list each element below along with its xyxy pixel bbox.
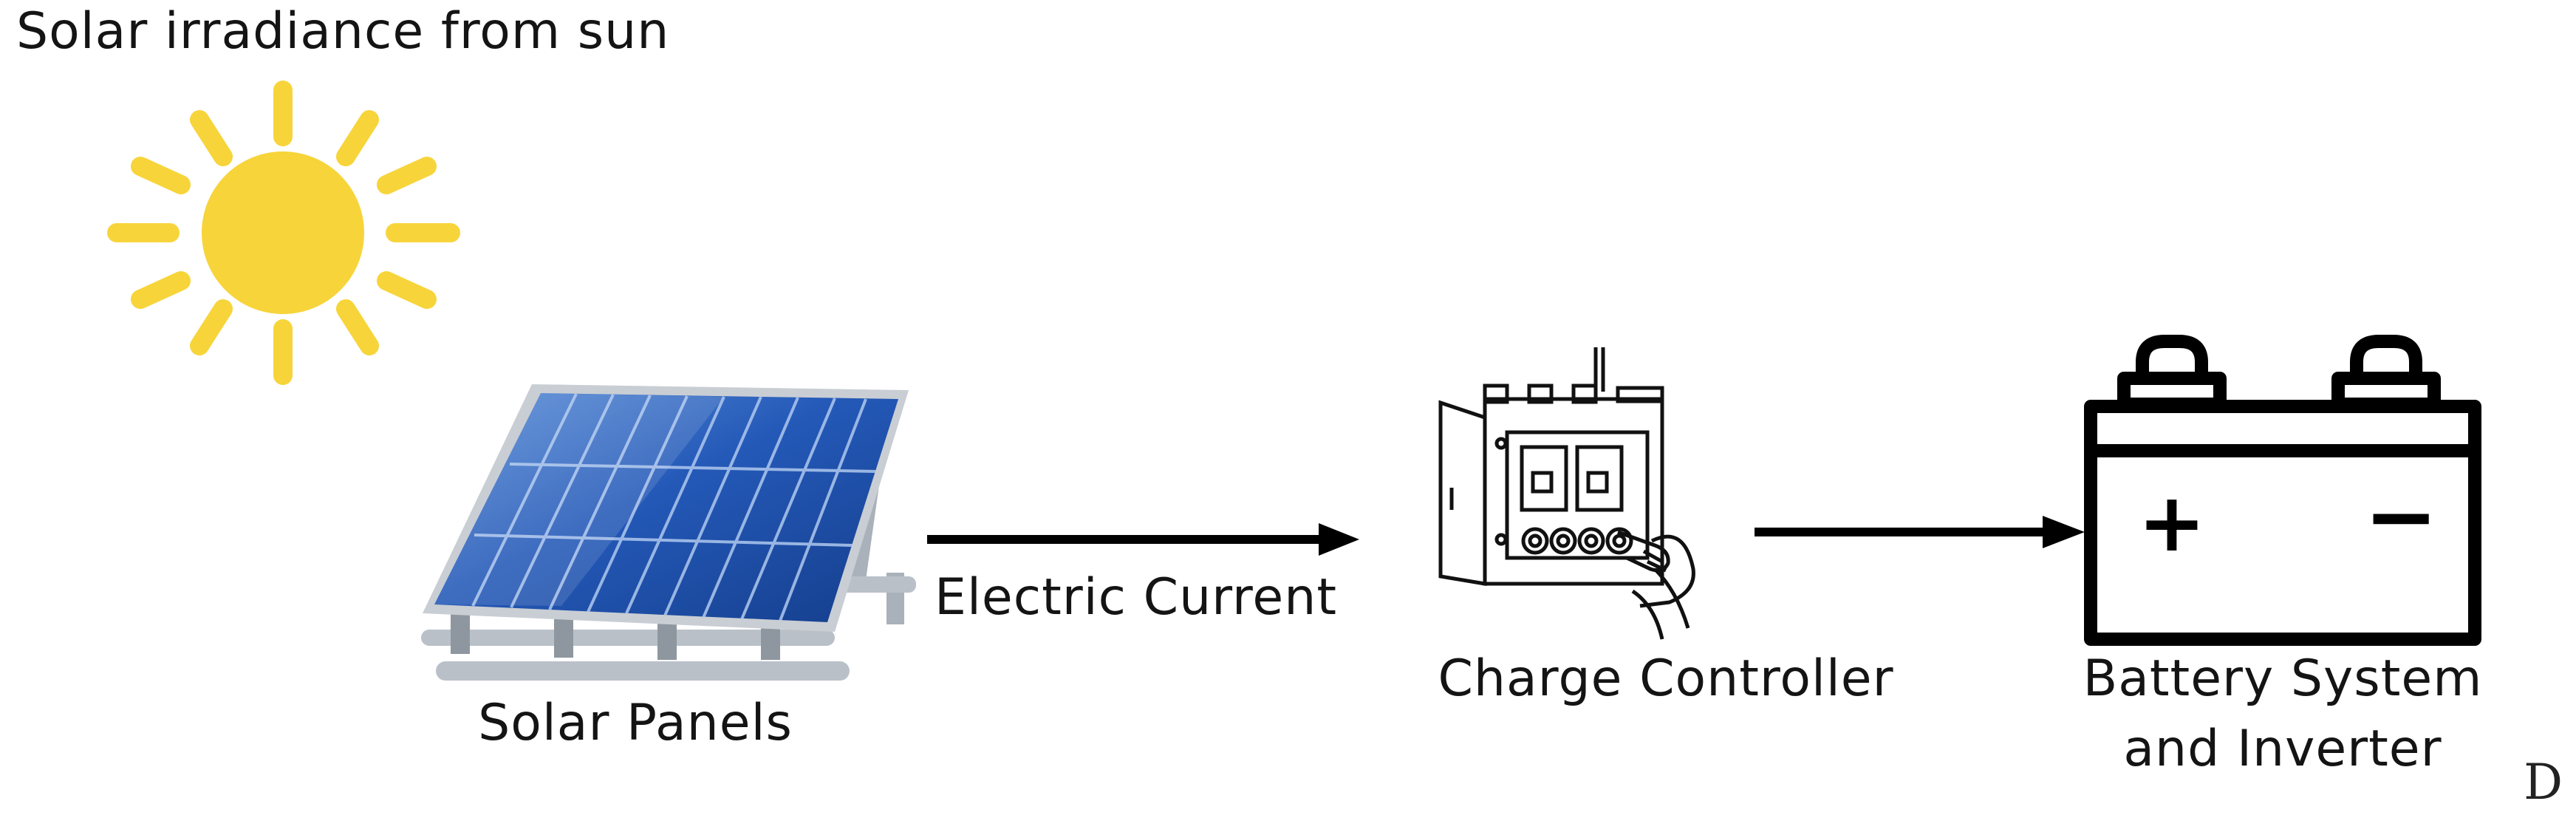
battery-label-line2: and Inverter bbox=[2123, 720, 2442, 778]
battery-icon: + − bbox=[2084, 335, 2481, 646]
charge-controller-label: Charge Controller bbox=[1438, 650, 1894, 708]
arrow-panels-to-controller bbox=[927, 523, 1359, 556]
corner-letter: D bbox=[2524, 754, 2563, 811]
battery-plus-sign: + bbox=[2138, 475, 2206, 570]
arrow-controller-to-battery bbox=[1755, 516, 2085, 548]
sun-label: Solar irradiance from sun bbox=[16, 2, 670, 61]
solar-panels-label: Solar Panels bbox=[478, 694, 793, 752]
battery-label-line1: Battery System bbox=[2083, 650, 2483, 708]
sun-icon bbox=[107, 81, 460, 385]
charge-controller-icon bbox=[1438, 347, 1695, 640]
solar-panel-icon bbox=[421, 384, 916, 681]
battery-minus-sign: − bbox=[2364, 466, 2439, 568]
electric-current-label: Electric Current bbox=[935, 568, 1337, 627]
